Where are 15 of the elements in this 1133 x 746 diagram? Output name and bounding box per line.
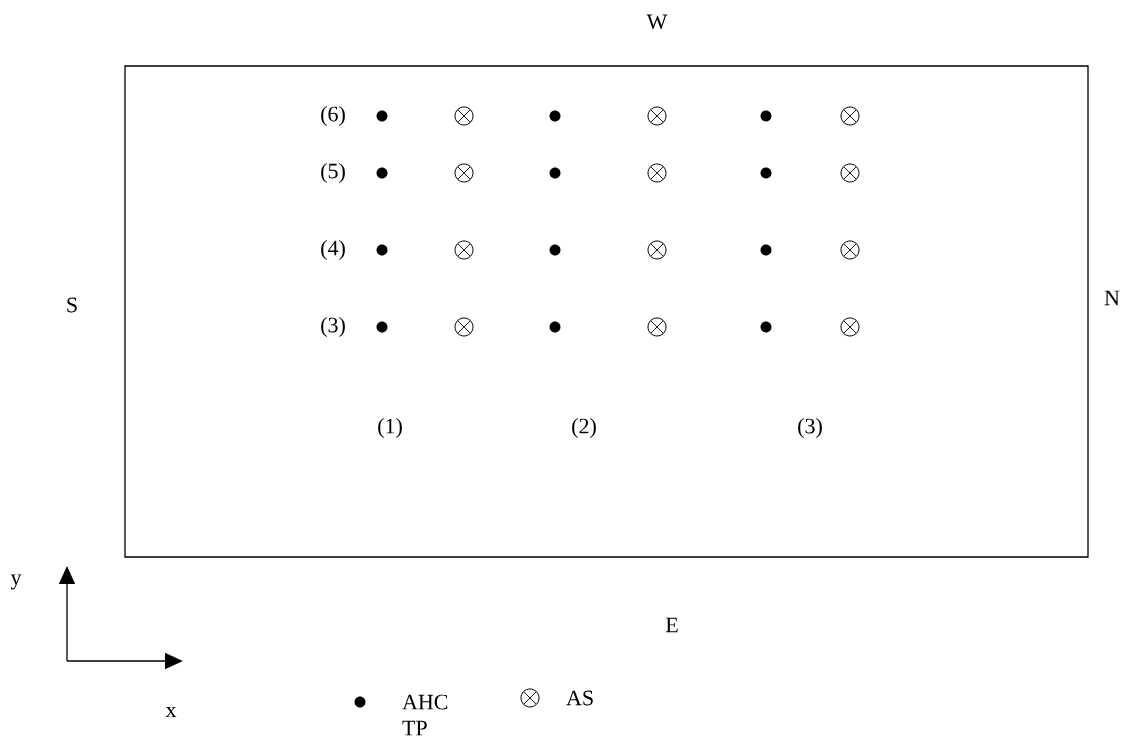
legend-text: AHC TP bbox=[402, 694, 448, 736]
label: (2) bbox=[572, 418, 596, 438]
label: x bbox=[165, 706, 177, 718]
label: y bbox=[10, 574, 22, 590]
label: (4) bbox=[321, 240, 345, 260]
label: E bbox=[665, 617, 678, 633]
label: S bbox=[67, 297, 77, 313]
label: (3) bbox=[798, 418, 822, 438]
label: (5) bbox=[321, 163, 345, 183]
label: (3) bbox=[321, 317, 345, 337]
label: N bbox=[1104, 290, 1120, 306]
label: (1) bbox=[378, 418, 402, 438]
legend-text: AS bbox=[566, 690, 593, 706]
label: (6) bbox=[321, 106, 345, 126]
label: W bbox=[646, 14, 668, 30]
